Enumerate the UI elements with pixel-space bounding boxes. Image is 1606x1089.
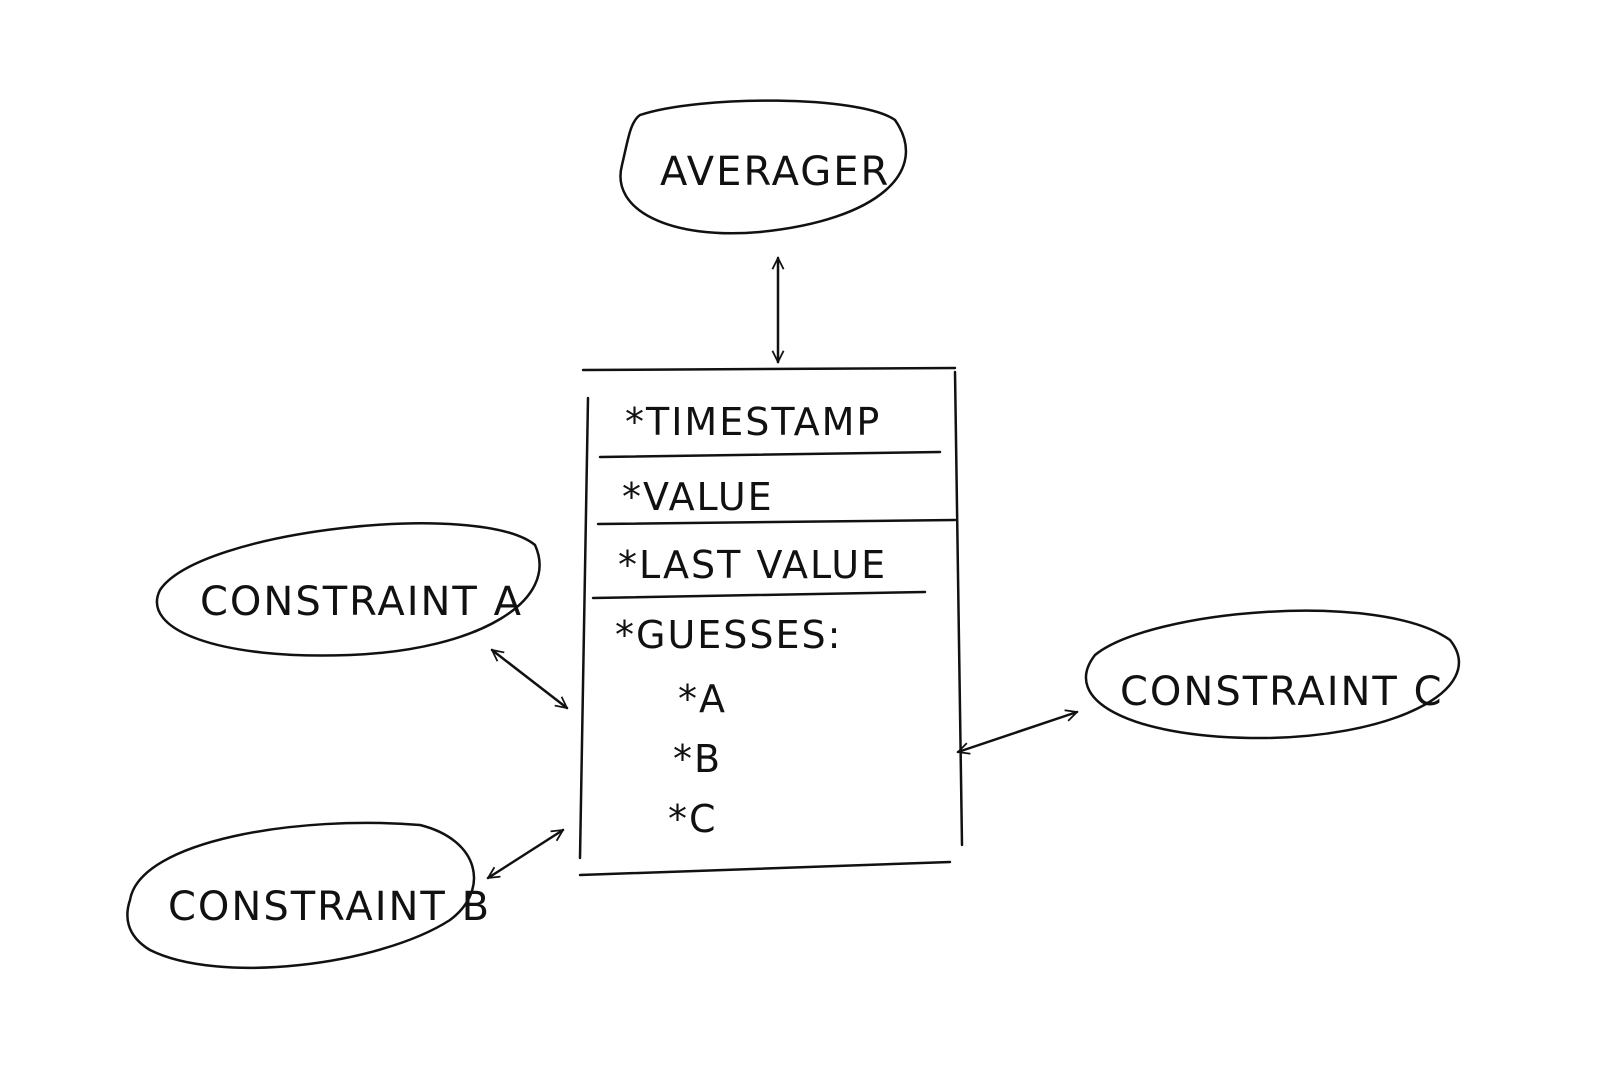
record-field-guesses: *GUESSES: (615, 613, 842, 657)
guess-item-b: *B (673, 737, 722, 781)
constraint-a-label: CONSTRAINT A (200, 579, 523, 625)
record-field-last-value: *LAST VALUE (618, 543, 887, 587)
constraint-a-arrow (492, 648, 567, 710)
constraint-b-label: CONSTRAINT B (168, 884, 491, 930)
guess-item-a: *A (678, 677, 727, 721)
averager-label: AVERAGER (660, 149, 890, 195)
record-box: *TIMESTAMP *VALUE *LAST VALUE *GUESSES: … (578, 366, 964, 877)
guess-item-c: *C (668, 797, 718, 841)
constraint-b-arrow (488, 828, 563, 880)
constraint-b-node: CONSTRAINT B (126, 821, 491, 970)
record-field-timestamp: *TIMESTAMP (625, 400, 881, 444)
constraint-c-label: CONSTRAINT C (1120, 669, 1444, 715)
record-field-value: *VALUE (622, 475, 774, 519)
constraint-c-arrow (958, 712, 1077, 752)
averager-node: AVERAGER (619, 99, 908, 235)
constraint-a-node: CONSTRAINT A (155, 522, 541, 657)
constraint-c-node: CONSTRAINT C (1084, 609, 1461, 740)
